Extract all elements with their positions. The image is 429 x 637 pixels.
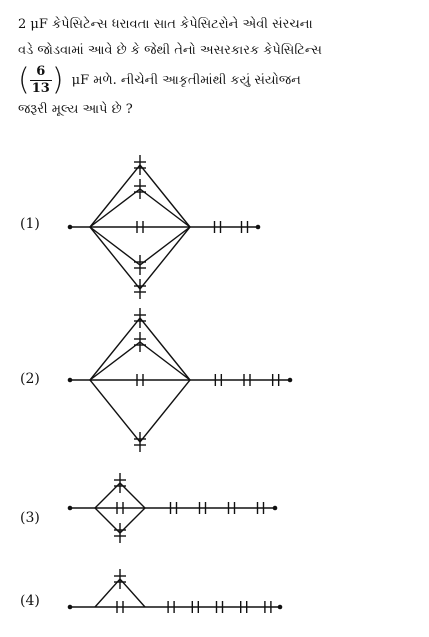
option-1-circuit[interactable] — [67, 155, 261, 299]
question-line-2: વડે જોડવામાં આવે છે કે જેથી તેનો અસરકારક… — [18, 43, 322, 58]
option-3-label[interactable]: (3) — [20, 510, 40, 526]
capacitor-series — [239, 601, 248, 613]
terminal-right — [277, 604, 283, 610]
capacitor-series — [256, 502, 265, 514]
capacitor-series — [191, 601, 200, 613]
option-1-label[interactable]: (1) — [20, 216, 40, 232]
question-line-1: 2 μF કેપેસિટેન્સ ધરાવતા સાત કેપેસિટરોને … — [18, 17, 313, 32]
question-line-3-text: μF મળે. નીચેની આકૃતીમાંથી કયું સંયોજન — [71, 73, 301, 88]
capacitor-parallel — [134, 285, 146, 293]
terminal-right — [272, 505, 278, 511]
capacitor-series — [215, 601, 224, 613]
capacitor-series — [214, 374, 223, 386]
capacitor-parallel — [134, 185, 146, 193]
capacitor-parallel — [134, 161, 146, 169]
option-4-circuit[interactable] — [67, 569, 283, 613]
capacitor-series — [213, 221, 222, 233]
fraction-denominator: 13 — [31, 81, 50, 96]
option-2-circuit[interactable] — [67, 308, 293, 452]
option-4-label[interactable]: (4) — [20, 593, 40, 609]
capacitor-series — [264, 601, 272, 613]
capacitor-parallel — [114, 575, 126, 583]
question-line-4: જરૂરી મૂલ્ય આપે છે ? — [18, 102, 133, 117]
capacitor-parallel — [136, 221, 144, 233]
capacitor-parallel — [114, 479, 126, 487]
capacitor-parallel — [134, 438, 146, 446]
question-text: 2 μF કેપેસિટેન્સ ધરાવતા સાત કેપેસિટરોને … — [18, 12, 418, 123]
capacitor-series — [271, 374, 280, 386]
capacitor-parallel — [136, 374, 144, 386]
fraction-numerator: 6 — [29, 64, 52, 81]
terminal-right — [255, 224, 261, 230]
capacitor-parallel — [134, 338, 146, 346]
capacitor-series — [227, 502, 236, 514]
capacitor-parallel — [116, 601, 124, 613]
capacitor-parallel — [134, 314, 146, 322]
capacitor-series — [198, 502, 207, 514]
terminal-right — [287, 377, 293, 383]
capacitor-parallel — [116, 502, 124, 514]
option-3-circuit[interactable] — [67, 473, 278, 543]
capacitor-parallel — [134, 261, 146, 269]
capacitor-parallel — [114, 529, 126, 537]
capacitor-series — [240, 221, 249, 233]
capacitor-series — [167, 601, 175, 613]
option-2-label[interactable]: (2) — [20, 371, 40, 387]
capacitor-series — [169, 502, 178, 514]
capacitor-series — [243, 374, 251, 386]
